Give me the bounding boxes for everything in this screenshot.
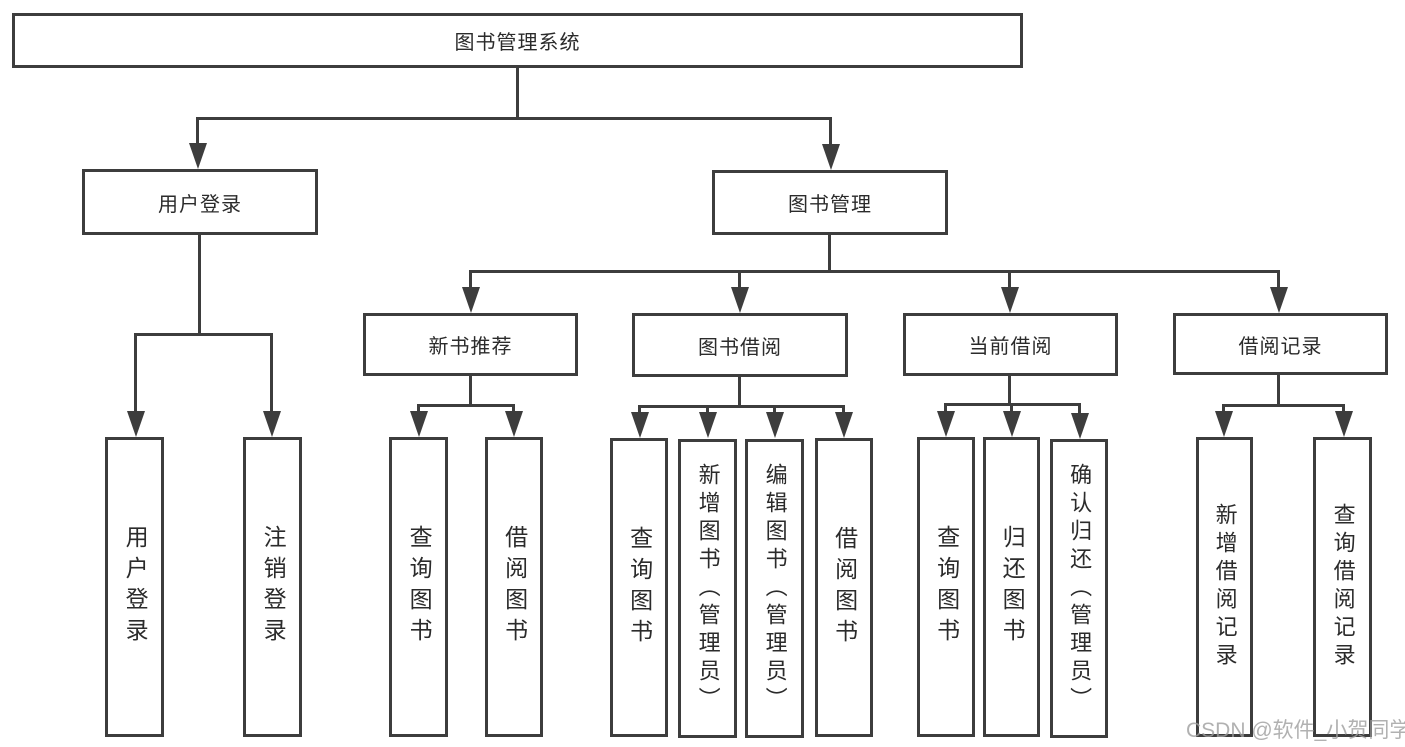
leaf-return-books: 归还图书 [983,437,1040,737]
node-borrowing-records: 借阅记录 [1173,313,1388,375]
node-label: 当前借阅 [968,336,1053,358]
connector-line [417,404,420,413]
connector-line [270,333,273,411]
connector-line [944,403,947,413]
connector-line [1222,404,1225,413]
node-new-book-recommendation: 新书推荐 [363,313,578,376]
node-label: 用户登录 [158,193,242,216]
leaf-edit-books-admin: 编辑图书（管理员） [745,439,804,738]
connector-line [134,333,273,336]
arrowhead-down-icon [1269,287,1288,313]
node-label: 图书借阅 [698,336,782,359]
connector-line [1008,270,1011,288]
leaf-query-books-borrowing: 查询图书 [610,438,668,737]
leaf-label: 借阅图书 [831,525,858,650]
node-label: 新书推荐 [428,336,513,358]
connector-line [516,68,519,119]
connector-line [706,405,709,414]
leaf-label: 确认归还（管理员） [1067,462,1093,715]
node-current-borrowing: 当前借阅 [903,313,1118,376]
connector-line [198,235,201,336]
connector-line [829,117,832,147]
arrowhead-down-icon [1000,287,1019,313]
connector-line [196,117,199,147]
connector-line [842,405,845,414]
leaf-label: 查询图书 [933,525,960,649]
node-user-login: 用户登录 [82,169,318,235]
connector-line [469,376,472,407]
leaf-query-books-recommend: 查询图书 [389,437,448,737]
leaf-confirm-return-admin: 确认归还（管理员） [1050,439,1108,738]
leaf-label: 借阅图书 [501,525,528,649]
connector-line [196,117,832,120]
node-label: 借阅记录 [1238,335,1323,358]
leaf-label: 编辑图书（管理员） [762,462,788,715]
arrowhead-down-icon [262,411,281,437]
connector-line [773,405,776,414]
leaf-borrow-books: 借阅图书 [815,438,873,737]
arrowhead-down-icon [1002,411,1021,437]
arrowhead-down-icon [188,143,207,169]
arrowhead-down-icon [630,412,649,438]
leaf-add-books-admin: 新增图书（管理员） [678,439,737,738]
connector-line [828,235,831,272]
leaf-query-books-current: 查询图书 [917,437,975,737]
connector-line [512,404,515,413]
arrowhead-down-icon [698,412,717,438]
arrowhead-down-icon [126,411,145,437]
csdn-watermark: CSDN @软件_小贺同学 [1186,719,1405,742]
connector-line [738,270,741,288]
node-label: 图书管理系统 [454,32,581,54]
arrowhead-down-icon [821,144,840,170]
connector-line [1277,375,1280,407]
leaf-query-borrow-record: 查询借阅记录 [1313,437,1372,737]
arrowhead-down-icon [1334,411,1353,437]
leaf-add-borrow-record: 新增借阅记录 [1196,437,1253,737]
leaf-label: 归还图书 [999,525,1026,649]
connector-line [417,404,515,407]
leaf-label: 查询图书 [626,525,653,650]
arrowhead-down-icon [936,411,955,437]
arrowhead-down-icon [765,412,784,438]
connector-line [1008,376,1011,406]
leaf-label: 新增借阅记录 [1212,503,1238,671]
arrowhead-down-icon [834,412,853,438]
node-book-management: 图书管理 [712,170,948,235]
node-library-management-system: 图书管理系统 [12,13,1023,68]
connector-line [1277,270,1280,288]
leaf-borrow-books-recommend: 借阅图书 [485,437,543,737]
connector-line [469,270,1280,273]
arrowhead-down-icon [730,287,749,313]
leaf-user-login: 用户登录 [105,437,164,737]
connector-line [469,270,472,288]
connector-line [1222,404,1344,407]
leaf-label: 查询图书 [406,525,433,649]
arrowhead-down-icon [504,411,523,437]
connector-line [1078,403,1081,413]
connector-line [134,333,137,411]
connector-line [638,405,641,414]
arrowhead-down-icon [461,287,480,313]
connector-line [1010,403,1013,413]
node-label: 图书管理 [788,194,872,216]
connector-line [638,405,845,408]
connector-line [738,377,741,408]
leaf-logout: 注销登录 [243,437,302,737]
leaf-label: 用户登录 [122,525,149,649]
arrowhead-down-icon [409,411,428,437]
arrowhead-down-icon [1214,411,1233,437]
leaf-label: 新增图书（管理员） [695,462,721,715]
connector-line [1342,404,1345,413]
node-book-borrowing: 图书借阅 [632,313,848,377]
leaf-label: 查询借阅记录 [1330,503,1356,671]
arrowhead-down-icon [1070,413,1089,439]
leaf-label: 注销登录 [260,525,287,649]
